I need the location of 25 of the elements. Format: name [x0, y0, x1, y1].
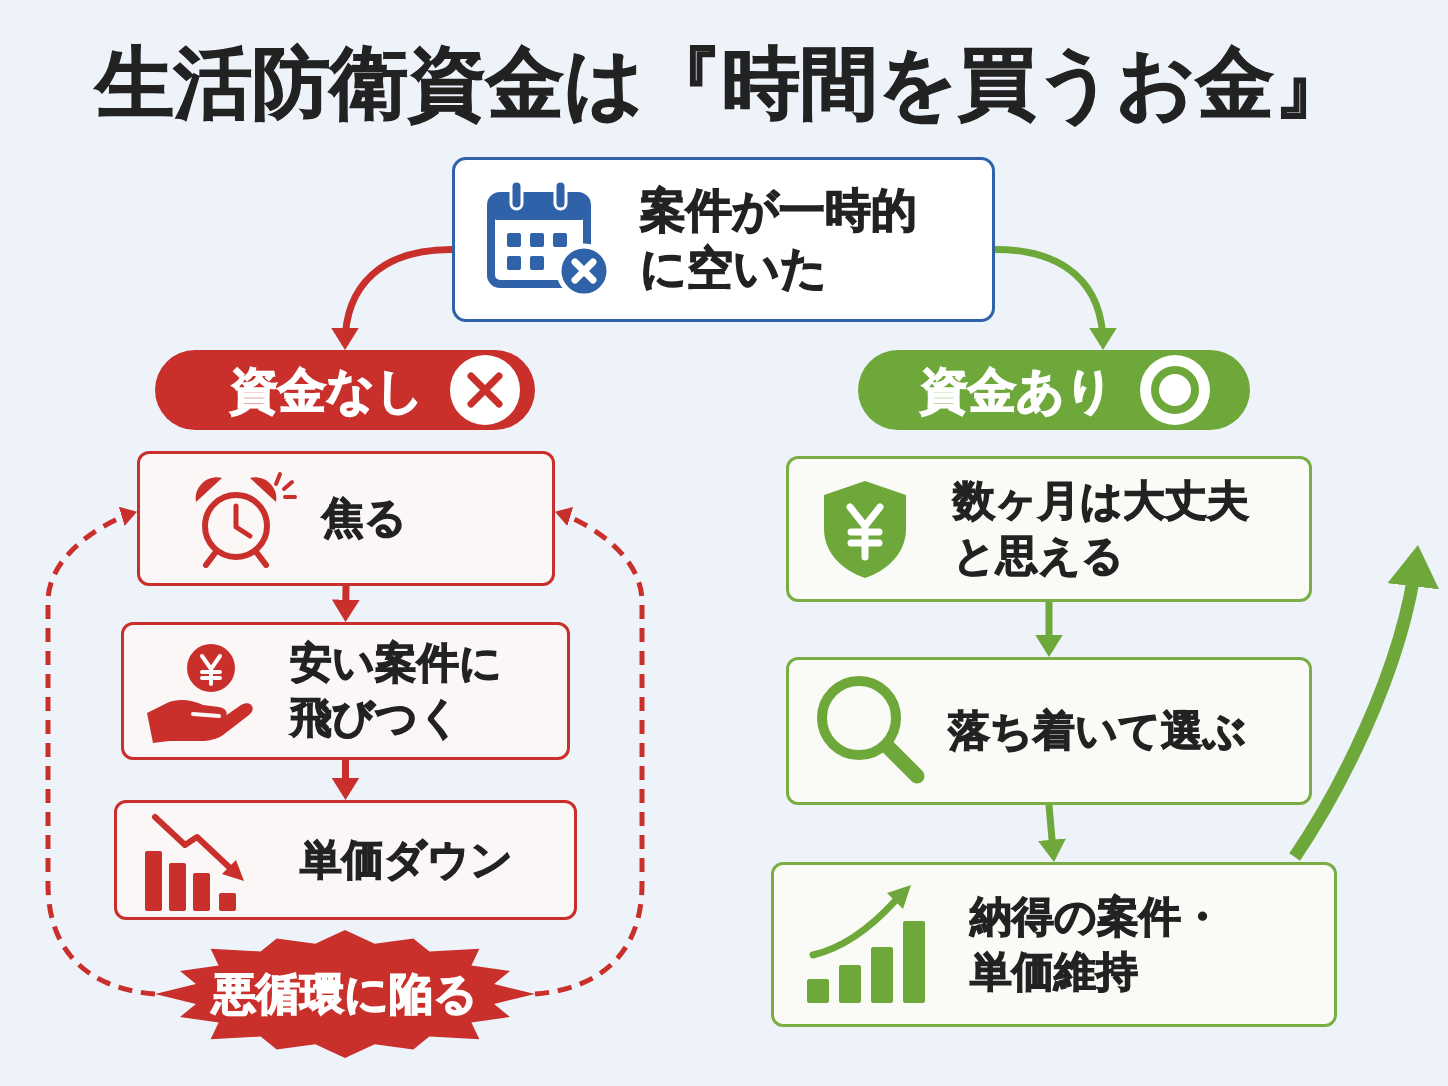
step-text: 納得の案件・単価維持	[970, 890, 1224, 998]
arrow	[331, 245, 453, 350]
arrow	[994, 245, 1117, 350]
step-box	[121, 622, 570, 760]
step-text: 安い案件に飛びつく	[290, 637, 503, 744]
burst-label: 悪循環に陥る	[212, 972, 478, 1016]
step-text: 焦る	[322, 492, 407, 545]
dashed-arrow	[45, 507, 156, 997]
step-text: 単価ダウン	[300, 833, 513, 886]
step-text: 数ヶ月は大丈夫と思える	[953, 475, 1250, 582]
arrow	[331, 585, 360, 622]
step-box	[771, 862, 1337, 1027]
step-text: 落ち着いて選ぶ	[948, 704, 1246, 757]
starburst-badge	[155, 930, 535, 1058]
dashed-arrow	[534, 507, 645, 997]
step-box	[786, 657, 1312, 805]
arrow	[1038, 804, 1066, 862]
arrow	[331, 760, 360, 800]
event-text: 案件が一時的に空いた	[640, 182, 918, 297]
event-box	[452, 157, 995, 322]
step-box	[137, 451, 555, 586]
arrow	[1035, 602, 1063, 657]
step-box	[786, 456, 1312, 602]
step-box	[114, 800, 577, 920]
arrow	[1289, 545, 1438, 861]
